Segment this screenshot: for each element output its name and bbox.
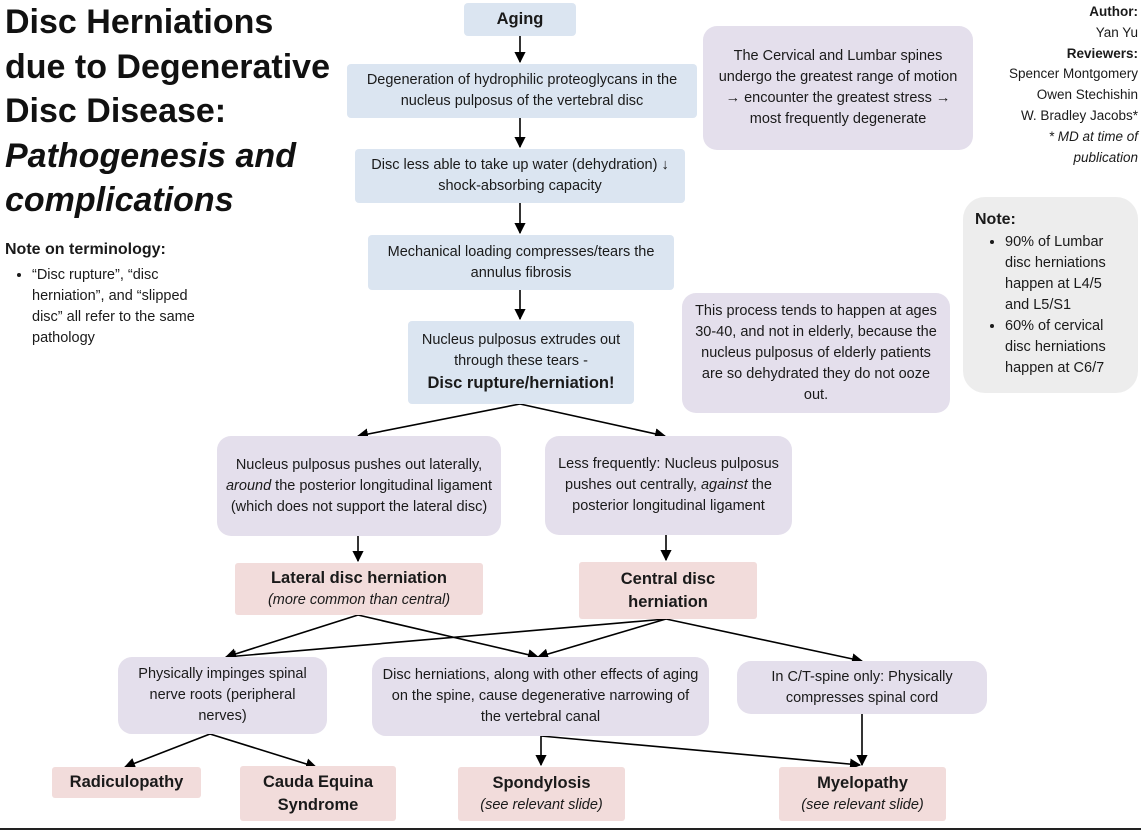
- lateral-push-part: the posterior longitudinal ligament (whi…: [230, 477, 492, 515]
- aging-label: Aging: [496, 10, 544, 28]
- terminology-item: “Disc rupture”, “disc herniation”, and “…: [32, 265, 205, 349]
- myelopathy-sub: (see relevant slide): [801, 797, 924, 813]
- lateral-herniation-sub: (more common than central): [267, 592, 451, 608]
- credits: Author: Yan Yu Reviewers: Spencer Montgo…: [938, 2, 1138, 168]
- title-line: complications: [5, 181, 234, 219]
- herniation-text: Nucleus pulposus extrudes out through th…: [421, 332, 621, 369]
- arrow: [540, 735, 862, 770]
- title-line: Disc Disease:: [5, 92, 227, 130]
- central-push-emphasis: against: [700, 477, 748, 493]
- lateral-push-text: Nucleus pulposus pushes out laterally, a…: [225, 455, 493, 518]
- herniation-box: Nucleus pulposus extrudes out through th…: [408, 321, 634, 404]
- lateral-herniation-box: Lateral disc herniation (more common tha…: [235, 563, 483, 615]
- impinges-text: Physically impinges spinal nerve roots (…: [138, 666, 307, 724]
- myelopathy-box: Myelopathy (see relevant slide): [779, 767, 946, 821]
- arrow: [536, 618, 667, 660]
- degeneration-box: Degeneration of hydrophilic proteoglycan…: [347, 64, 697, 118]
- central-push-part: Less frequently: Nucleus pulposus pushes…: [558, 456, 779, 493]
- impinges-box: Physically impinges spinal nerve roots (…: [118, 657, 327, 734]
- narrowing-text: Disc herniations, along with other effec…: [382, 667, 699, 725]
- reviewers-label: Reviewers:: [1066, 45, 1138, 61]
- title-line: due to Degenerative: [5, 47, 330, 86]
- compresses-text: In C/T-spine only: Physically compresses…: [771, 668, 953, 706]
- arrow: [123, 733, 211, 769]
- lateral-push-box: Nucleus pulposus pushes out laterally, a…: [217, 436, 501, 536]
- loading-text: Mechanical loading compresses/tears the …: [387, 243, 655, 281]
- terminology-heading: Note on terminology:: [5, 241, 166, 258]
- myelopathy-label: Myelopathy: [817, 774, 908, 792]
- lateral-herniation-title: Lateral disc herniation: [270, 569, 448, 587]
- central-push-part: the posterior longitudinal ligament: [572, 477, 772, 514]
- dehydration-box: Disc less able to take up water (dehydra…: [355, 149, 685, 203]
- spondylosis-sub: (see relevant slide): [480, 797, 603, 813]
- spines-note-text: The Cervical and Lumbar spines undergo t…: [718, 48, 958, 127]
- lateral-push-emphasis: around: [225, 477, 272, 494]
- age-note: This process tends to happen at ages 30-…: [682, 293, 950, 413]
- aging-box: Aging: [464, 3, 576, 36]
- central-herniation-box: Central disc herniation: [579, 562, 757, 619]
- author-name: Yan Yu: [1095, 24, 1138, 40]
- narrowing-box: Disc herniations, along with other effec…: [372, 657, 709, 736]
- arrow: [224, 618, 667, 662]
- herniation-emphasis: Disc rupture/herniation!: [427, 374, 615, 392]
- radiculopathy-box: Radiculopathy: [52, 767, 201, 798]
- stats-note-item: 60% of cervical disc herniations happen …: [1005, 316, 1126, 379]
- author-label: Author:: [1089, 4, 1138, 19]
- title-line: Pathogenesis and: [5, 136, 296, 175]
- arrow: [519, 403, 667, 440]
- reviewer-name: W. Bradley Jacobs*: [1020, 107, 1138, 123]
- lateral-push-part: Nucleus pulposus pushes out laterally,: [235, 456, 483, 473]
- credits-footnote: * MD at time of publication: [1048, 128, 1138, 165]
- reviewer-name: Spencer Montgomery: [1008, 66, 1138, 82]
- arrow: [357, 614, 540, 661]
- spines-note: The Cervical and Lumbar spines undergo t…: [703, 26, 973, 150]
- title-line: Disc Herniations: [5, 3, 274, 41]
- radiculopathy-label: Radiculopathy: [69, 773, 184, 791]
- reviewer-name: Owen Stechishin: [1036, 87, 1138, 103]
- dehydration-text: Disc less able to take up water (dehydra…: [371, 157, 669, 194]
- central-push-box: Less frequently: Nucleus pulposus pushes…: [545, 436, 792, 535]
- compresses-box: In C/T-spine only: Physically compresses…: [737, 661, 987, 714]
- arrow: [209, 733, 318, 770]
- loading-box: Mechanical loading compresses/tears the …: [368, 235, 674, 290]
- arrow: [356, 403, 521, 440]
- arrow: [224, 614, 359, 660]
- cauda-box: Cauda Equina Syndrome: [240, 766, 396, 821]
- arrow: [665, 618, 864, 665]
- degeneration-text: Degeneration of hydrophilic proteoglycan…: [366, 72, 678, 109]
- terminology-note: Note on terminology: “Disc rupture”, “di…: [5, 240, 205, 349]
- stats-note-item: 90% of Lumbar disc herniations happen at…: [1005, 232, 1126, 316]
- stats-note-heading: Note:: [975, 211, 1016, 228]
- central-push-text: Less frequently: Nucleus pulposus pushes…: [553, 454, 784, 517]
- central-herniation-title: Central disc herniation: [620, 569, 716, 611]
- age-note-text: This process tends to happen at ages 30-…: [695, 302, 937, 403]
- cauda-label: Cauda Equina Syndrome: [262, 772, 373, 814]
- spondylosis-label: Spondylosis: [492, 774, 591, 792]
- stats-note: Note: 90% of Lumbar disc herniations hap…: [963, 197, 1138, 393]
- bottom-rule: [0, 828, 1141, 830]
- page-title: Disc Herniations due to Degenerative Dis…: [5, 0, 350, 223]
- spondylosis-box: Spondylosis (see relevant slide): [458, 767, 625, 821]
